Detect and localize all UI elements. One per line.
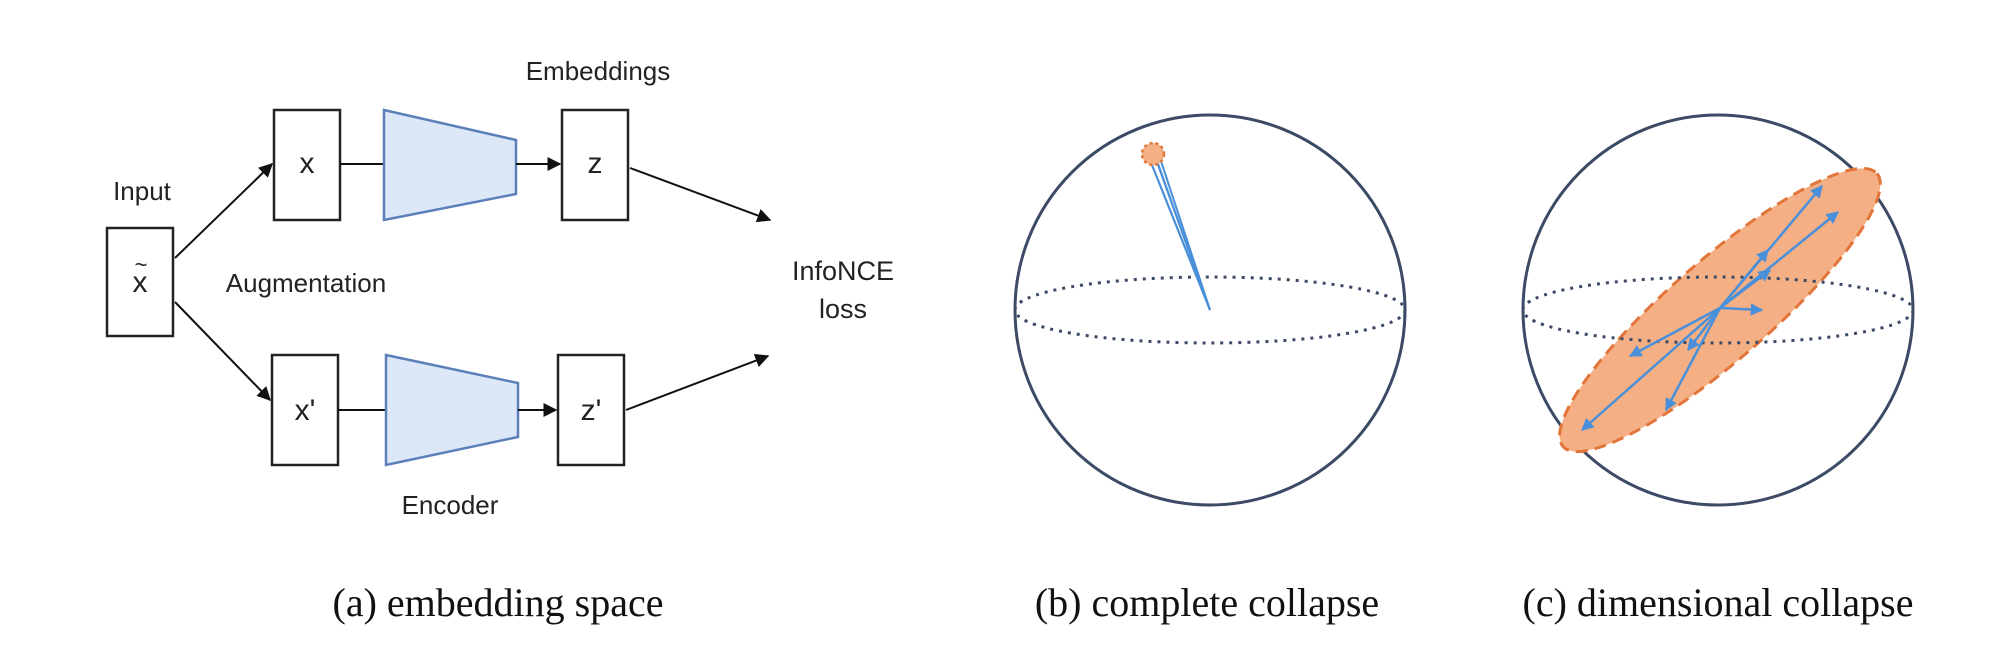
input-symbol: x bbox=[133, 266, 148, 299]
augmentation-label: Augmentation bbox=[226, 268, 386, 298]
collapsed-vectors-c bbox=[1581, 185, 1839, 431]
vector bbox=[1687, 307, 1721, 351]
z-prime-box bbox=[556, 353, 626, 467]
encoder-label: Encoder bbox=[402, 490, 499, 520]
input-tilde: ~ bbox=[135, 252, 148, 277]
collapsed-vectors-b bbox=[1145, 147, 1211, 311]
dimensional-collapse-sphere bbox=[1521, 113, 1915, 507]
vector bbox=[1719, 269, 1771, 309]
augmentation-arrow-top bbox=[174, 163, 274, 259]
complete-collapse-sphere bbox=[1013, 113, 1407, 507]
equator-c bbox=[1521, 275, 1915, 345]
vector bbox=[1719, 303, 1764, 316]
vector bbox=[1719, 249, 1769, 309]
input-label: Input bbox=[113, 176, 172, 206]
caption-b: (b) complete collapse bbox=[1035, 580, 1379, 625]
vector bbox=[1664, 307, 1722, 412]
x-label: x bbox=[300, 147, 315, 180]
z-label: z bbox=[588, 147, 603, 180]
vector bbox=[1155, 157, 1211, 311]
collapse-cluster-b bbox=[1140, 141, 1166, 167]
z-prime-label: z' bbox=[581, 394, 602, 427]
encoder-bottom bbox=[384, 353, 520, 467]
encoder-top bbox=[382, 108, 518, 222]
equator-b bbox=[1013, 275, 1407, 345]
embeddings-label: Embeddings bbox=[526, 56, 671, 86]
x-box bbox=[272, 108, 342, 222]
augmentation-arrow-bottom bbox=[174, 301, 271, 402]
z-to-loss-arrow bbox=[629, 167, 772, 223]
caption-c: (c) dimensional collapse bbox=[1523, 580, 1914, 625]
z-prime-to-loss-arrow bbox=[625, 353, 770, 411]
vector bbox=[1149, 159, 1211, 311]
vector bbox=[1628, 306, 1721, 358]
input-box bbox=[105, 226, 175, 338]
caption-a: (a) embedding space bbox=[333, 580, 664, 625]
loss-label-line1: InfoNCE bbox=[792, 256, 894, 286]
vector bbox=[1581, 307, 1721, 431]
loss-label-line2: loss bbox=[819, 294, 867, 324]
z-box bbox=[560, 108, 630, 222]
x-prime-label: x' bbox=[295, 394, 316, 427]
embedding-space-diagram: Input x ~ Augmentation x Embeddings z x'… bbox=[105, 56, 894, 520]
